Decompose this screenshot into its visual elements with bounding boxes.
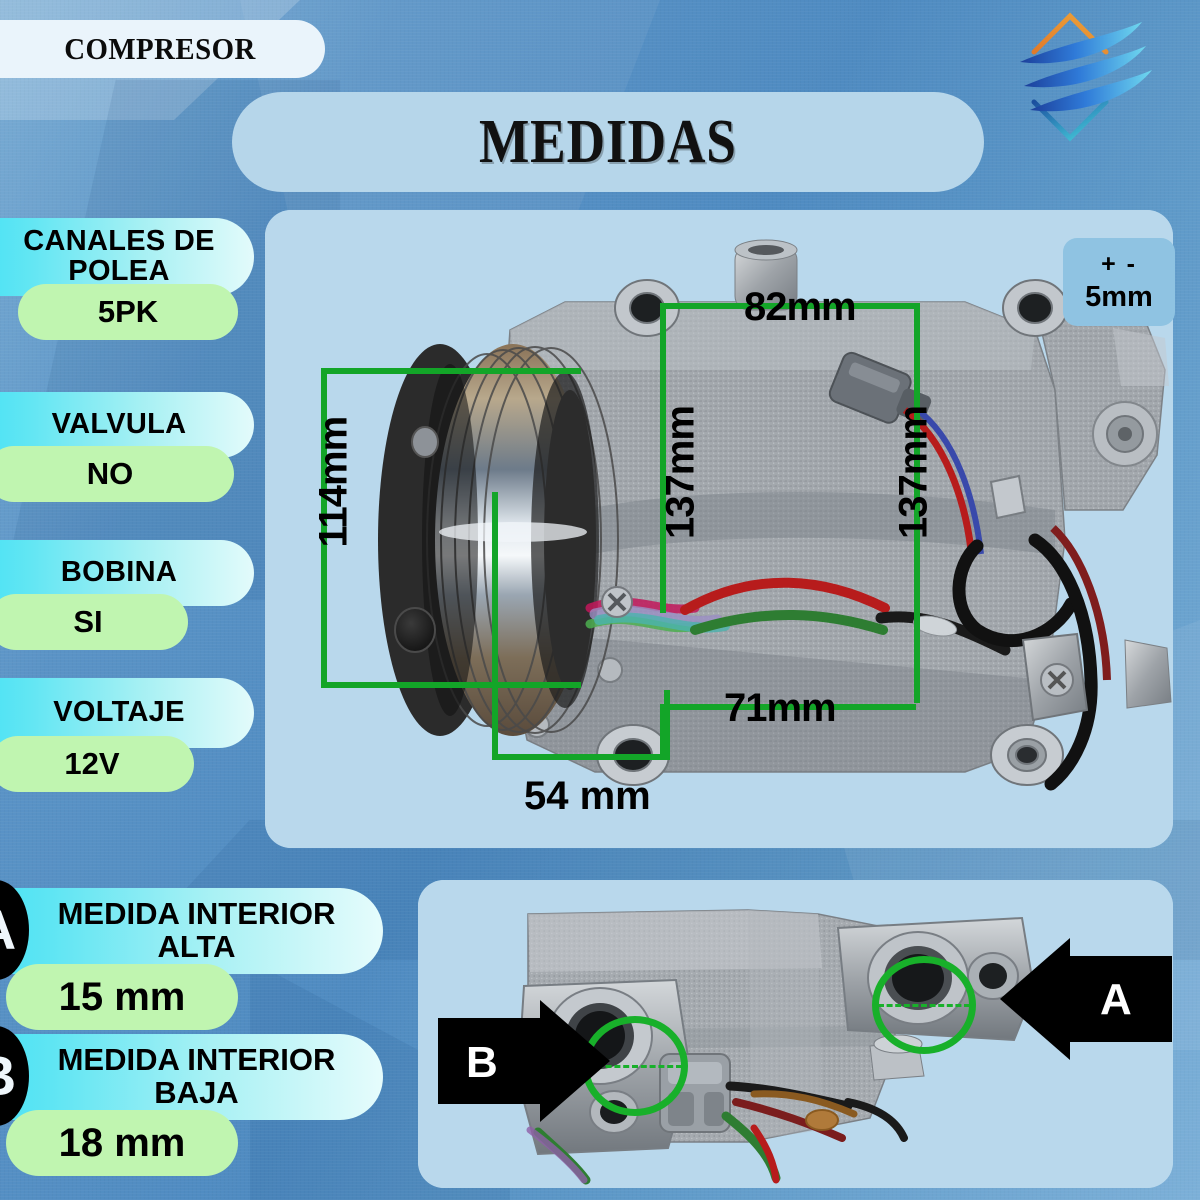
spec-label-text: VOLTAJE — [53, 696, 185, 729]
port-b-label: MEDIDA INTERIOR BAJA — [0, 1034, 383, 1120]
measure-114mm-line — [321, 368, 327, 688]
port-a-value-text: 15 mm — [58, 974, 186, 1019]
arrow-b-letter: B — [466, 1038, 498, 1087]
category-label: COMPRESOR — [63, 31, 256, 66]
page-title-pill: MEDIDAS — [232, 92, 984, 192]
spec-canales-de-polea: CANALES DE POLEA 5PK — [0, 218, 254, 340]
badge-a-letter: A — [0, 902, 16, 958]
spec-value-text: NO — [86, 456, 134, 491]
measure-71mm-line — [660, 704, 916, 710]
tolerance-sign: + - — [1101, 250, 1137, 278]
port-a-center-dash — [878, 1004, 970, 1007]
page-title: MEDIDAS — [479, 107, 737, 176]
measure-71mm-tick-left — [660, 704, 666, 756]
tolerance-box: + - 5mm — [1063, 238, 1175, 326]
main-photo-panel — [265, 210, 1173, 848]
measure-54mm-tick-left — [492, 492, 498, 760]
port-block-a: A MEDIDA INTERIOR ALTA 15 mm — [0, 880, 383, 1030]
measure-114mm-label: 114mm — [311, 416, 356, 548]
airflow-diamond-logo — [1000, 6, 1170, 166]
port-b-center-dash — [588, 1065, 682, 1068]
port-a-label-text: MEDIDA INTERIOR ALTA — [57, 896, 336, 964]
spec-value: 5PK — [18, 284, 238, 340]
tolerance-value: 5mm — [1085, 281, 1153, 313]
port-b-label-text: MEDIDA INTERIOR BAJA — [57, 1042, 336, 1110]
measure-54mm-line — [492, 754, 670, 760]
measure-71mm-label: 71mm — [724, 686, 837, 730]
measure-137mm-b-line — [914, 303, 920, 703]
arrow-a-letter: A — [1100, 975, 1132, 1024]
category-pill: COMPRESOR — [0, 20, 325, 78]
spec-value-text: 12V — [64, 746, 120, 781]
port-a-value: 15 mm — [6, 964, 238, 1030]
spec-voltaje: VOLTAJE 12V — [0, 678, 254, 792]
spec-value-text: 5PK — [97, 294, 159, 329]
port-b-value-text: 18 mm — [58, 1120, 186, 1165]
measure-54mm-tick-right — [664, 690, 670, 760]
measure-137mm-a-line — [660, 303, 666, 613]
measure-114mm-tick-bottom — [321, 682, 581, 688]
spec-bobina: BOBINA SI — [0, 540, 254, 650]
compressor-side-photo — [265, 210, 1173, 848]
arrow-b — [438, 1000, 610, 1122]
spec-label-text: VALVULA — [51, 408, 187, 441]
spec-label-text: BOBINA — [60, 556, 178, 589]
badge-b-letter: B — [0, 1048, 16, 1104]
port-a-highlight-ring — [872, 956, 976, 1054]
spec-valvula: VALVULA NO — [0, 392, 254, 502]
port-block-b: B MEDIDA INTERIOR BAJA 18 mm — [0, 1026, 383, 1176]
spec-value-text: SI — [73, 604, 103, 639]
port-a-label: MEDIDA INTERIOR ALTA — [0, 888, 383, 974]
measure-137mm-b-label: 137mm — [891, 406, 936, 539]
measure-82mm-line — [660, 303, 920, 309]
spec-value: NO — [0, 446, 234, 502]
measure-137mm-a-label: 137mm — [658, 406, 703, 539]
spec-label: CANALES DE POLEA — [0, 218, 254, 296]
spec-value: 12V — [0, 736, 194, 792]
measure-114mm-tick-top — [321, 368, 581, 374]
measure-54mm-label: 54 mm — [524, 774, 651, 818]
spec-label-text: CANALES DE POLEA — [23, 225, 215, 287]
measure-82mm-label: 82mm — [744, 285, 857, 329]
port-b-value: 18 mm — [6, 1110, 238, 1176]
arrow-a — [1000, 938, 1172, 1060]
spec-value: SI — [0, 594, 188, 650]
